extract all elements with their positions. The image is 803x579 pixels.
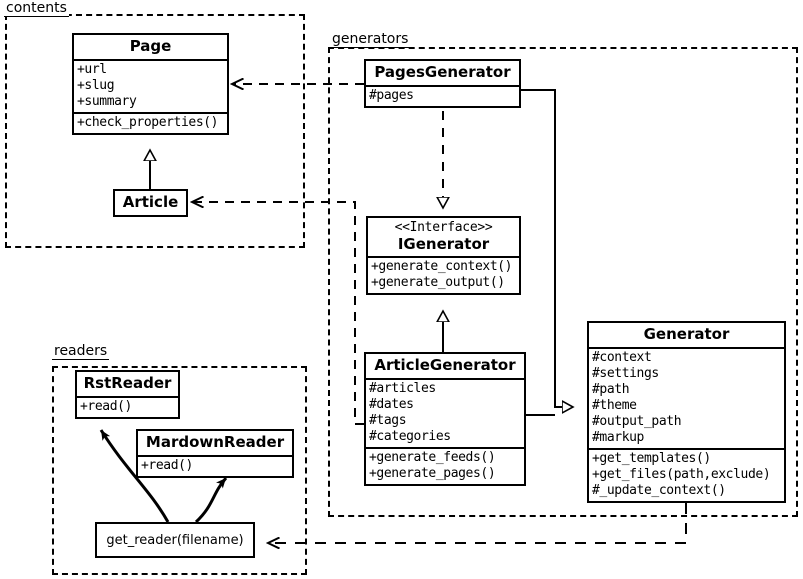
- method: +get_templates(): [592, 450, 711, 466]
- class-igenerator-methods: +generate_context() +generate_output(): [368, 256, 519, 293]
- class-generator[interactable]: Generator #context #settings #path #them…: [587, 321, 786, 503]
- class-article-generator-attributes: #articles #dates #tags #categories: [366, 377, 524, 447]
- class-mardown-reader-methods: +read(): [138, 454, 292, 476]
- class-mardown-reader-title: MardownReader: [145, 433, 285, 451]
- function-get-reader-label: get_reader(filename): [106, 532, 244, 548]
- class-igenerator-name: IGenerator: [397, 234, 490, 253]
- class-page-methods: +check_properties(): [74, 111, 227, 133]
- attribute: #markup: [592, 429, 644, 445]
- package-contents: [5, 14, 305, 248]
- class-generator-title: Generator: [643, 325, 730, 343]
- method: +read(): [80, 398, 132, 414]
- class-pages-generator-attributes: #pages: [366, 84, 519, 106]
- package-readers-border: [52, 366, 307, 575]
- method: +generate_feeds(): [369, 449, 496, 465]
- class-page-title: Page: [129, 37, 172, 55]
- method: +get_files(path,exclude): [592, 466, 771, 482]
- class-article-title: Article: [122, 193, 179, 211]
- attribute: +summary: [77, 93, 137, 109]
- class-pages-generator[interactable]: PagesGenerator #pages: [364, 59, 521, 108]
- method: #_update_context(): [592, 482, 726, 498]
- method: +generate_pages(): [369, 465, 496, 481]
- package-contents-border: [5, 14, 305, 248]
- class-page-attributes: +url +slug +summary: [74, 58, 227, 112]
- attribute: +slug: [77, 77, 115, 93]
- package-generators-label: generators: [330, 31, 411, 48]
- attribute: #theme: [592, 397, 637, 413]
- class-article-generator[interactable]: ArticleGenerator #articles #dates #tags …: [364, 352, 526, 486]
- class-igenerator[interactable]: <<Interface>> IGenerator +generate_conte…: [366, 216, 521, 296]
- attribute: #context: [592, 349, 652, 365]
- attribute: #output_path: [592, 413, 682, 429]
- attribute: #articles: [369, 380, 436, 396]
- class-igenerator-stereotype: <<Interface>>: [394, 220, 493, 235]
- class-article[interactable]: Article: [113, 189, 188, 217]
- attribute: #pages: [369, 87, 414, 103]
- function-get-reader[interactable]: get_reader(filename): [95, 522, 255, 558]
- class-rst-reader-title: RstReader: [83, 374, 172, 392]
- method: +generate_output(): [371, 275, 505, 291]
- attribute: #settings: [592, 365, 659, 381]
- method: +check_properties(): [77, 114, 219, 130]
- class-rst-reader-methods: +read(): [77, 395, 178, 417]
- class-pages-generator-title: PagesGenerator: [374, 63, 511, 81]
- attribute: #path: [592, 381, 630, 397]
- attribute: +url: [77, 61, 107, 77]
- class-generator-attributes: #context #settings #path #theme #output_…: [589, 346, 784, 448]
- class-igenerator-title: <<Interface>> IGenerator: [368, 218, 519, 256]
- attribute: #categories: [369, 428, 451, 444]
- attribute: #tags: [369, 412, 407, 428]
- class-mardown-reader[interactable]: MardownReader +read(): [136, 429, 294, 478]
- method: +read(): [141, 457, 193, 473]
- class-article-generator-methods: +generate_feeds() +generate_pages(): [366, 446, 524, 484]
- attribute: #dates: [369, 396, 414, 412]
- package-contents-label: contents: [4, 0, 69, 17]
- class-page[interactable]: Page +url +slug +summary +check_properti…: [72, 33, 229, 135]
- class-rst-reader[interactable]: RstReader +read(): [75, 370, 180, 419]
- method: +generate_context(): [371, 259, 513, 275]
- package-readers-label: readers: [52, 343, 110, 360]
- class-generator-methods: +get_templates() +get_files(path,exclude…: [589, 447, 784, 501]
- package-readers: [52, 366, 307, 575]
- class-article-generator-title: ArticleGenerator: [374, 356, 516, 374]
